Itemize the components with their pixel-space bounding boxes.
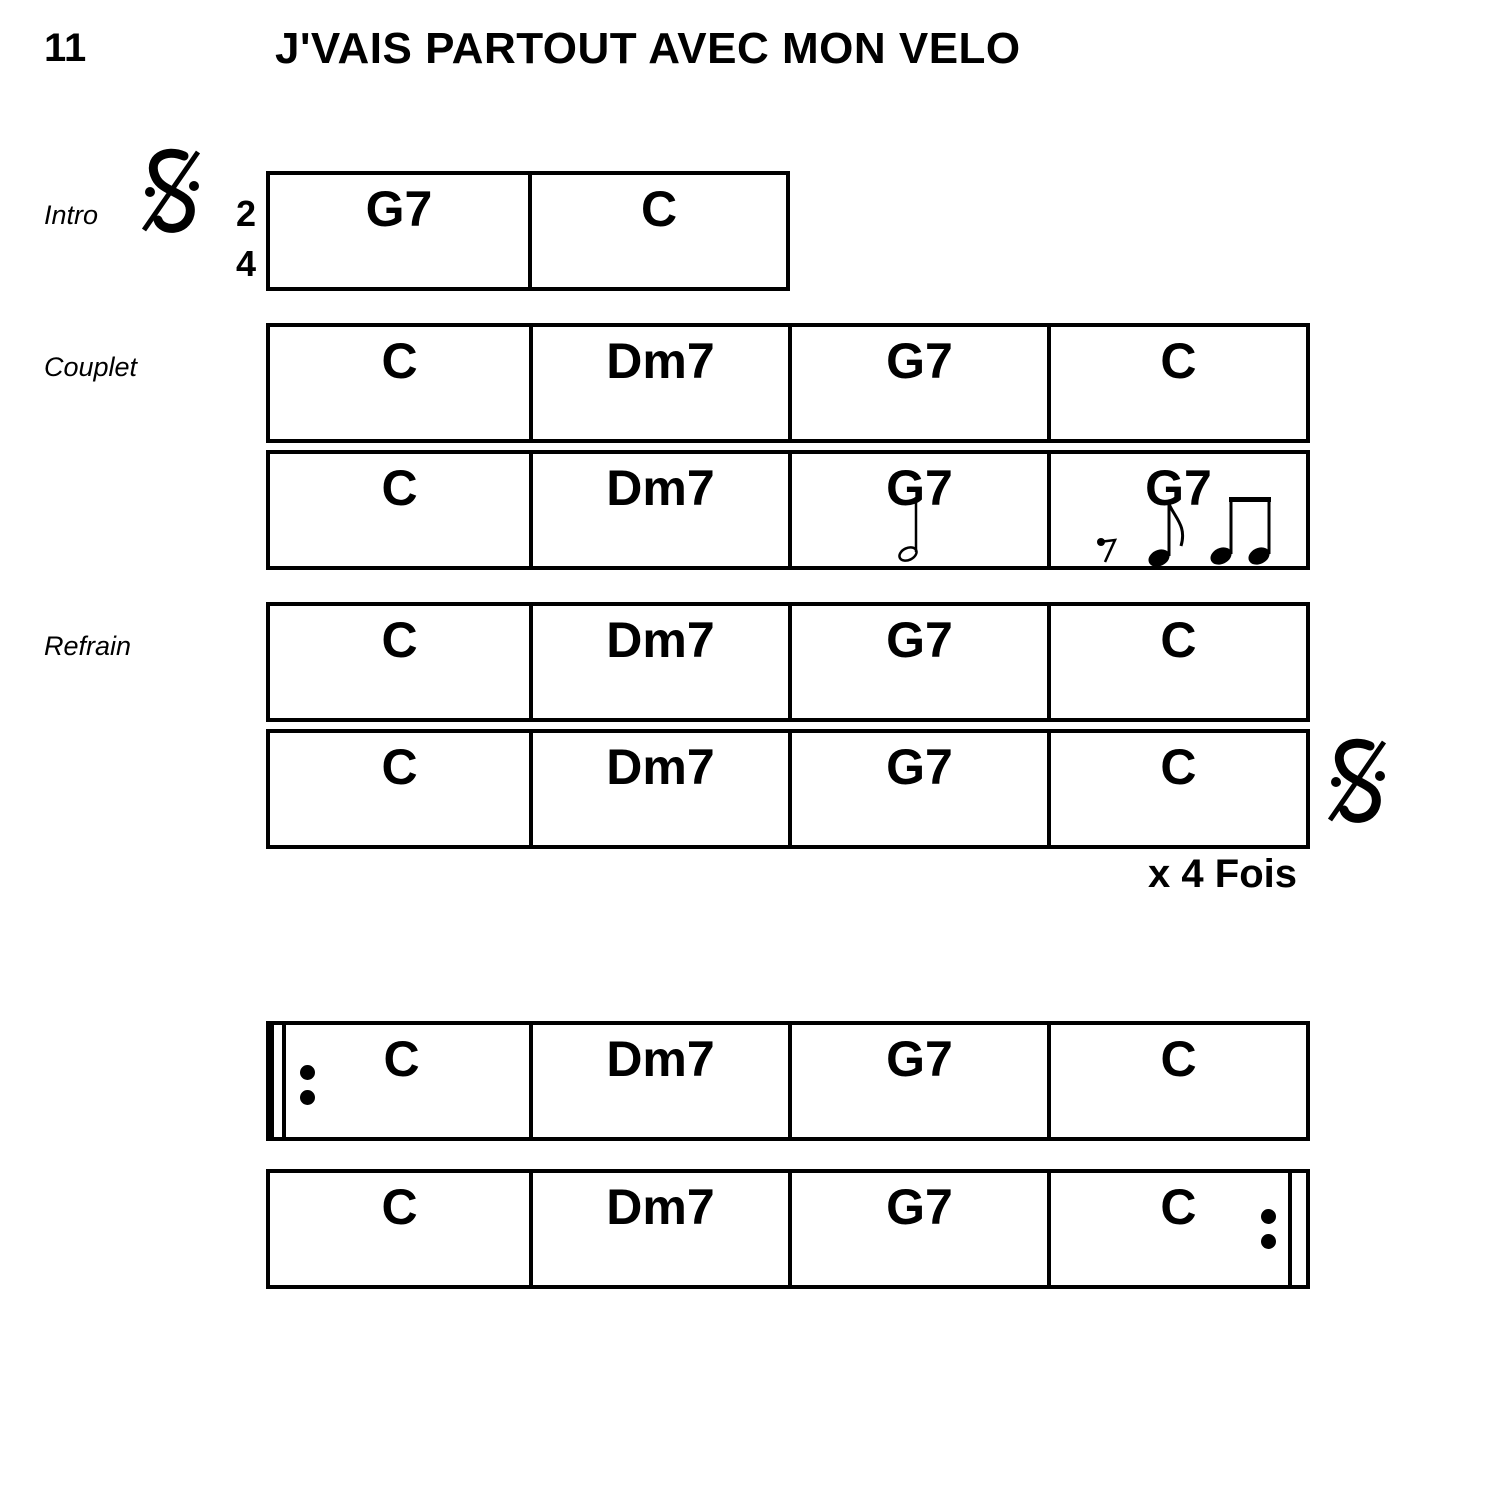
- section-label-couplet: Couplet: [44, 352, 138, 382]
- bar: C: [1046, 606, 1306, 718]
- chord-label: Dm7: [606, 1179, 715, 1235]
- half-note-icon: [898, 502, 918, 562]
- chord-label: C: [640, 181, 678, 237]
- time-signature-top: 2: [236, 193, 257, 234]
- song-title: J'VAIS PARTOUT AVEC MON VELO: [275, 24, 1021, 73]
- time-signature-bottom: 4: [236, 243, 257, 284]
- chord-label: Dm7: [606, 612, 715, 668]
- chord-label: Dm7: [606, 739, 715, 795]
- page-number: 11: [44, 26, 87, 70]
- repeat-dot: [1261, 1234, 1276, 1249]
- bar: Dm7: [528, 327, 788, 439]
- chord-label: Dm7: [606, 460, 715, 516]
- chord-label: C: [1160, 1179, 1197, 1235]
- bar: C: [527, 175, 786, 287]
- section-label-refrain: Refrain: [44, 631, 132, 661]
- chord-row-intro: G7 C: [266, 171, 790, 291]
- chord-row-couplet-2: C Dm7 G7 G7: [266, 450, 1310, 570]
- chord-row-refrain-1: C Dm7 G7 C: [266, 602, 1310, 722]
- bar: C: [1046, 1173, 1306, 1285]
- chord-label: C: [381, 460, 418, 516]
- chord-label: C: [1160, 1031, 1197, 1087]
- bar: G7: [787, 454, 1047, 566]
- bar: C: [1047, 1025, 1306, 1137]
- chord-label: G7: [365, 181, 433, 237]
- chord-label: Dm7: [606, 333, 715, 389]
- beamed-eighth-notes-icon: [1210, 497, 1271, 565]
- chord-label: C: [381, 1179, 418, 1235]
- chord-label: C: [1160, 333, 1197, 389]
- bar: Dm7: [529, 1025, 788, 1137]
- chord-row-refrain-2: C Dm7 G7 C: [266, 729, 1310, 849]
- chord-label: G7: [1145, 460, 1212, 516]
- bar: G7: [787, 327, 1047, 439]
- bar: Dm7: [528, 606, 788, 718]
- bar: C: [270, 327, 529, 439]
- eighth-note-icon: [1148, 503, 1184, 567]
- chord-label: C: [383, 1031, 420, 1087]
- chord-label: C: [381, 739, 418, 795]
- bar: C: [270, 733, 529, 845]
- repeat-dot: [1261, 1209, 1276, 1224]
- chord-row-repeat-2: C Dm7 G7 C: [266, 1169, 1310, 1289]
- chord-row-repeat-1: C Dm7 G7 C: [266, 1021, 1310, 1141]
- chord-label: G7: [886, 1179, 953, 1235]
- bar: G7: [270, 175, 528, 287]
- bar: G7: [787, 733, 1047, 845]
- bar: C: [1046, 733, 1306, 845]
- repeat-start-barline: [282, 1025, 286, 1137]
- chord-label: C: [381, 333, 418, 389]
- bar: C: [270, 1025, 529, 1137]
- chord-label: G7: [886, 1031, 953, 1087]
- eighth-rest-icon: [1096, 538, 1118, 563]
- chord-label: C: [1160, 612, 1197, 668]
- chord-label: Dm7: [606, 1031, 715, 1087]
- bar: G7: [1046, 454, 1306, 567]
- chord-label: C: [1160, 739, 1197, 795]
- bar: Dm7: [528, 454, 788, 566]
- bar: G7: [787, 1173, 1047, 1285]
- bar: C: [270, 1173, 529, 1285]
- bar: C: [270, 454, 529, 566]
- bar: G7: [787, 606, 1047, 718]
- chord-row-couplet-1: C Dm7 G7 C: [266, 323, 1310, 443]
- bar: G7: [788, 1025, 1047, 1137]
- repeat-end-barline: [1288, 1173, 1292, 1285]
- bar: Dm7: [528, 1173, 788, 1285]
- section-label-intro: Intro: [44, 200, 99, 230]
- bar: C: [1046, 327, 1306, 439]
- segno-icon: [1327, 738, 1387, 823]
- repeat-dot: [300, 1090, 315, 1105]
- chord-label: G7: [886, 460, 953, 516]
- segno-icon: [141, 148, 201, 233]
- bar: Dm7: [528, 733, 788, 845]
- chord-label: G7: [886, 333, 953, 389]
- repeat-dot: [300, 1065, 315, 1080]
- repeat-count-note: x 4 Fois: [1148, 852, 1297, 896]
- chord-label: G7: [886, 739, 953, 795]
- chord-label: C: [381, 612, 418, 668]
- bar: C: [270, 606, 529, 718]
- chord-label: G7: [886, 612, 953, 668]
